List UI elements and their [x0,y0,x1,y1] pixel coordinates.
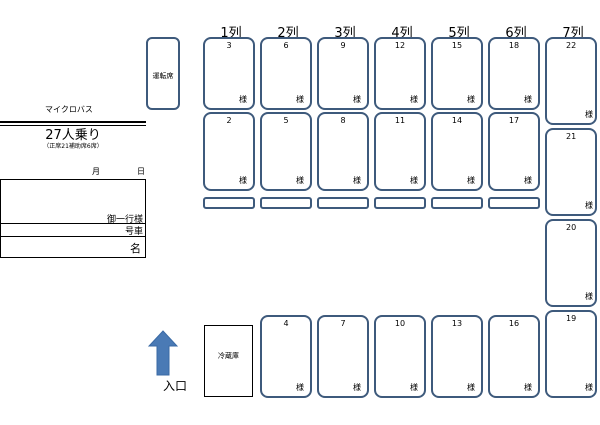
seat-number: 15 [451,41,463,50]
auxiliary-seat[interactable] [260,197,312,209]
seat-number: 13 [451,319,463,328]
seat-21[interactable]: 21 様 [545,128,597,216]
seat-number: 9 [340,41,346,50]
auxiliary-seat[interactable] [374,197,426,209]
seat-number: 22 [566,41,577,50]
title-divider [0,121,146,123]
seat-19[interactable]: 19 様 [545,310,597,398]
seat-12[interactable]: 12 様 [374,37,426,110]
refrigerator-label: 冷蔵庫 [218,352,239,360]
seat-number: 16 [508,319,520,328]
car-number-label: 号車 [124,227,143,237]
seat-honorific: 様 [353,383,361,392]
auxiliary-seat[interactable] [203,197,255,209]
seat-number: 19 [566,314,577,323]
driver-seat-label: 運転席 [152,72,174,80]
seat-number: 8 [340,116,346,125]
seat-number: 21 [566,132,577,141]
row-divider [1,223,145,224]
name-label: 名 [130,242,141,255]
seat-number: 7 [340,319,346,328]
seat-14[interactable]: 14 様 [431,112,483,191]
seat-honorific: 様 [467,383,475,392]
seat-honorific: 様 [524,176,532,185]
seat-18[interactable]: 18 様 [488,37,540,110]
seat-honorific: 様 [410,95,418,104]
seat-number: 14 [451,116,463,125]
seat-honorific: 様 [296,176,304,185]
seat-number: 20 [566,223,577,232]
party-label: 御一行様 [106,215,143,225]
seat-honorific: 様 [353,176,361,185]
title-divider-thin [0,125,146,126]
seat-honorific: 様 [467,95,475,104]
seat-honorific: 様 [296,95,304,104]
seat-20[interactable]: 20 様 [545,219,597,307]
seat-number: 18 [508,41,520,50]
seat-number: 3 [226,41,232,50]
capacity-note: （正席21補助席6席） [43,143,103,150]
seat-number: 5 [283,116,289,125]
seat-honorific: 様 [410,383,418,392]
month-label: 月 [92,167,100,176]
seat-honorific: 様 [353,95,361,104]
seat-honorific: 様 [524,95,532,104]
entrance-arrow-icon [148,330,178,376]
seat-honorific: 様 [585,201,593,210]
seat-10[interactable]: 10 様 [374,315,426,398]
seat-honorific: 様 [585,292,593,301]
seat-honorific: 様 [239,176,247,185]
seat-number: 12 [394,41,406,50]
seat-number: 10 [394,319,406,328]
seat-honorific: 様 [524,383,532,392]
seat-number: 17 [508,116,520,125]
seat-honorific: 様 [585,110,593,119]
reservation-box: 御一行様 号車 名 [0,179,146,258]
seat-number: 6 [283,41,289,50]
seat-17[interactable]: 17 様 [488,112,540,191]
seat-number: 11 [394,116,406,125]
seat-honorific: 様 [467,176,475,185]
auxiliary-seat[interactable] [317,197,369,209]
seat-honorific: 様 [239,95,247,104]
auxiliary-seat[interactable] [431,197,483,209]
driver-seat: 運転席 [146,37,180,110]
auxiliary-seat[interactable] [488,197,540,209]
entrance-label: 入口 [163,379,188,393]
seat-honorific: 様 [410,176,418,185]
day-label: 日 [137,167,145,176]
row-divider [1,236,145,237]
seat-13[interactable]: 13 様 [431,315,483,398]
bus-type-label: マイクロバス [45,105,93,114]
seat-16[interactable]: 16 様 [488,315,540,398]
seat-11[interactable]: 11 様 [374,112,426,191]
refrigerator: 冷蔵庫 [204,325,253,397]
seat-22[interactable]: 22 様 [545,37,597,125]
seat-15[interactable]: 15 様 [431,37,483,110]
seat-number: 4 [283,319,289,328]
capacity-title: 27人乗り [45,128,101,143]
seat-honorific: 様 [296,383,304,392]
seat-number: 2 [226,116,232,125]
seat-honorific: 様 [585,383,593,392]
